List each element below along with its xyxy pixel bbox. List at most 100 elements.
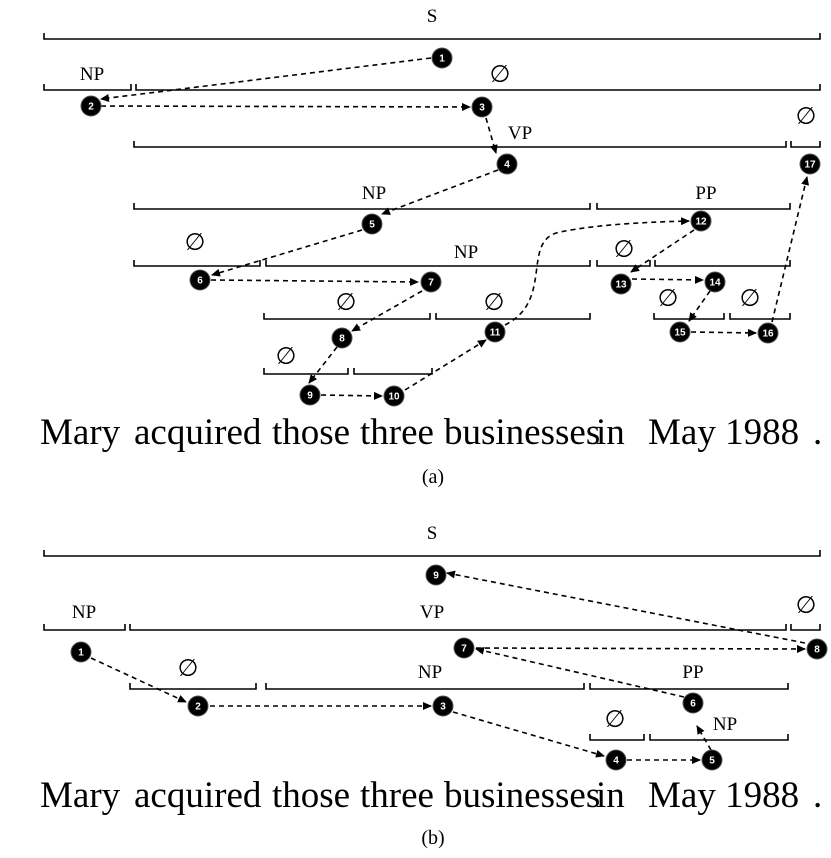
arrow-2-3: [100, 102, 471, 111]
span-vp: [133, 141, 787, 148]
svg-text:12: 12: [695, 217, 707, 228]
svg-text:8: 8: [814, 645, 820, 656]
span-s: [43, 33, 821, 40]
step-node: 5: [361, 213, 383, 235]
label-np: NP: [72, 602, 96, 623]
arrow-8-9: [446, 570, 806, 644]
empty-set-symbol: ∅: [605, 705, 626, 733]
arrow-3-4: [485, 117, 498, 154]
step-nodes-a: 1 2 3 4 5 6 7 8 9 10 11 12 13 14 15 16 1…: [80, 47, 821, 407]
svg-text:15: 15: [674, 328, 686, 339]
step-node: 1: [431, 47, 453, 69]
arrow-14-15: [688, 290, 711, 322]
arrow-13-14: [631, 275, 704, 284]
svg-text:9: 9: [433, 571, 439, 582]
empty-set-symbol: ∅: [484, 288, 505, 316]
svg-text:7: 7: [461, 644, 467, 655]
word: in: [596, 775, 625, 816]
label-np: NP: [713, 714, 737, 735]
arrow-5-6: [211, 229, 363, 277]
word: three: [360, 412, 434, 453]
span-empty-word3: [263, 368, 349, 375]
word: acquired: [134, 412, 262, 453]
label-s: S: [427, 523, 438, 544]
svg-text:2: 2: [195, 702, 201, 713]
span-empty-those: [133, 260, 261, 267]
label-pp: PP: [695, 183, 716, 204]
label-np: NP: [418, 662, 442, 683]
label-pp: PP: [682, 662, 703, 683]
label-np: NP: [80, 64, 104, 85]
step-node: 9: [425, 564, 447, 586]
span-np-subject: [43, 624, 126, 631]
step-node: 1: [70, 641, 92, 663]
svg-text:5: 5: [369, 220, 375, 231]
arrow-16-17: [771, 176, 810, 323]
step-node: 16: [757, 322, 779, 344]
word: acquired: [134, 775, 262, 816]
svg-text:4: 4: [613, 756, 619, 767]
label-np: NP: [454, 242, 478, 263]
span-empty-period: [790, 141, 821, 148]
span-s: [43, 550, 821, 557]
svg-text:6: 6: [197, 276, 203, 287]
word: Mary: [40, 775, 121, 816]
span-empty-businesses: [435, 313, 591, 320]
empty-set-symbol: ∅: [185, 228, 206, 256]
step-node: 7: [420, 271, 442, 293]
span-empty-in: [589, 734, 645, 741]
span-pp: [589, 683, 789, 690]
span-empty-in: [596, 260, 651, 267]
arrow-3-4: [452, 711, 605, 758]
span-pp: [596, 203, 791, 210]
svg-text:8: 8: [339, 334, 345, 345]
svg-text:1: 1: [439, 54, 445, 65]
empty-set-symbol: ∅: [614, 235, 635, 263]
word: .: [813, 412, 822, 453]
span-np-object: [265, 683, 585, 690]
word: those: [272, 412, 350, 453]
svg-text:2: 2: [88, 102, 94, 113]
step-node: 4: [605, 749, 627, 771]
sentence-b: Mary acquired those three businesses in …: [40, 775, 822, 816]
span-empty-acquired: [129, 683, 257, 690]
svg-text:1: 1: [78, 648, 84, 659]
step-node: 15: [669, 321, 691, 343]
span-empty-period: [790, 624, 821, 631]
empty-set-symbol: ∅: [490, 60, 511, 88]
arrow-1-2: [100, 57, 432, 102]
span-np-inner: [265, 260, 591, 267]
empty-set-symbol: ∅: [796, 591, 817, 619]
span-word4: [353, 368, 433, 375]
caption-a: (a): [422, 466, 444, 488]
span-bars-b: [43, 550, 821, 741]
word: May 1988: [648, 412, 799, 453]
span-empty-top: [135, 84, 821, 91]
arrow-9-10: [320, 391, 383, 400]
svg-text:4: 4: [504, 160, 510, 171]
step-node: 2: [80, 95, 102, 117]
span-empty-three: [263, 313, 431, 320]
arrow-5-6: [696, 725, 712, 751]
step-node: 2: [187, 695, 209, 717]
step-node: 8: [806, 638, 828, 660]
arrow-6-7: [210, 277, 419, 286]
label-vp: VP: [508, 123, 532, 144]
span-vp: [129, 624, 787, 631]
sentence-a: Mary acquired those three businesses in …: [40, 412, 822, 453]
svg-text:13: 13: [615, 280, 627, 291]
arrow-15-16: [690, 328, 757, 337]
svg-text:10: 10: [388, 392, 400, 403]
label-s: S: [427, 6, 438, 27]
span-empty-1988: [729, 313, 791, 320]
step-node: 14: [704, 271, 726, 293]
arrow-4-5: [381, 169, 499, 215]
svg-text:6: 6: [690, 699, 696, 710]
span-np-date: [649, 734, 789, 741]
word: businesses: [444, 412, 600, 453]
svg-text:17: 17: [804, 160, 816, 171]
step-node: 5: [701, 749, 723, 771]
step-node: 6: [682, 692, 704, 714]
arrow-1-2: [90, 657, 187, 703]
